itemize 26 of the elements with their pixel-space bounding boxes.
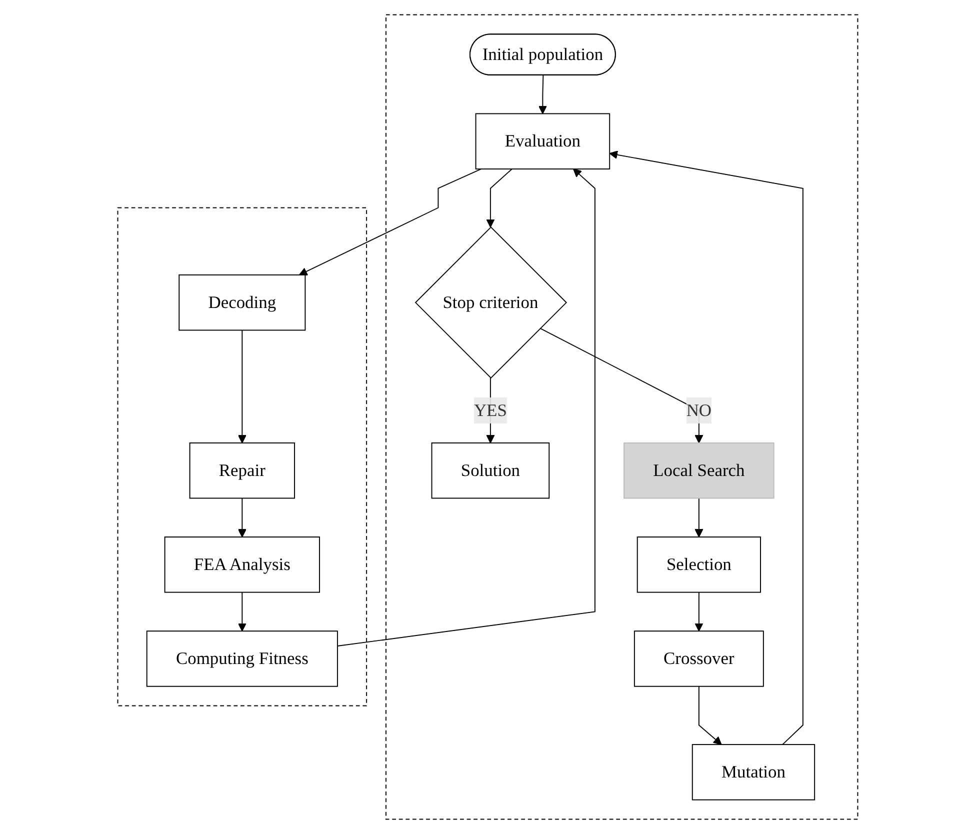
node-box: Repair bbox=[189, 442, 295, 499]
node-box: Local Search bbox=[623, 442, 774, 499]
node-box: Solution bbox=[431, 442, 550, 499]
node-box: Crossover bbox=[634, 630, 764, 687]
arrow bbox=[486, 168, 512, 228]
arrow bbox=[538, 74, 547, 114]
cluster bbox=[385, 14, 858, 820]
arrow bbox=[298, 168, 482, 276]
node-diamond: Stop criterion bbox=[414, 226, 567, 379]
arrow bbox=[608, 150, 804, 746]
edge-label: YES bbox=[474, 400, 507, 420]
arrow bbox=[238, 592, 246, 632]
arrow bbox=[336, 168, 596, 646]
node-box: Mutation bbox=[692, 744, 815, 800]
node-box: Evaluation bbox=[475, 113, 610, 170]
arrow bbox=[694, 498, 703, 538]
node-box: Computing Fitness bbox=[146, 630, 338, 687]
arrow bbox=[238, 330, 246, 444]
edge-label: NO bbox=[686, 400, 712, 420]
node-box: FEA Analysis bbox=[164, 536, 320, 593]
arrow bbox=[694, 592, 703, 632]
arrow bbox=[238, 498, 246, 538]
cluster bbox=[117, 207, 367, 706]
node-box: Selection bbox=[636, 536, 761, 593]
node-box: Decoding bbox=[178, 274, 306, 331]
arrow bbox=[698, 686, 722, 745]
